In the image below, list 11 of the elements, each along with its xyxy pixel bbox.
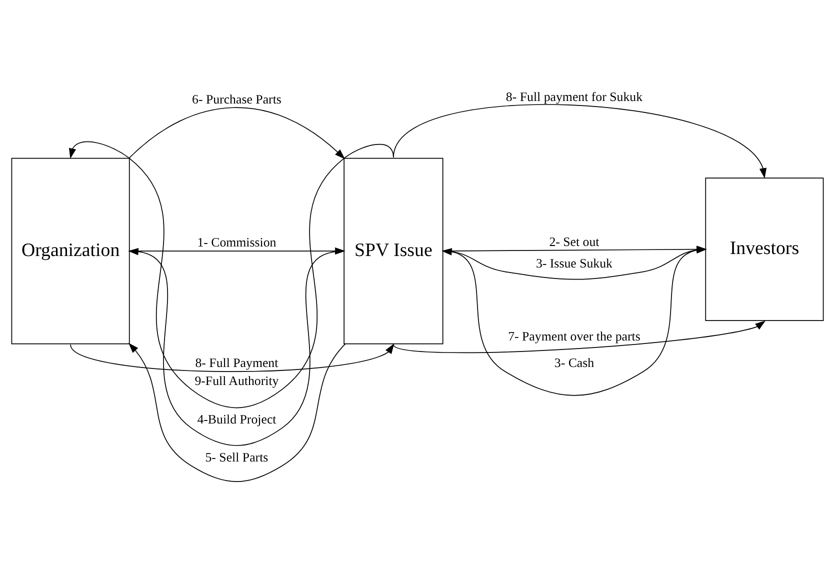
edge-label: 8- Full payment for Sukuk [506,89,643,104]
edge-label: 2- Set out [549,234,600,248]
edge-label: 8- Full Payment [195,355,278,370]
edge-label: 9-Full Authority [194,374,279,388]
edge-label: 3- Cash [554,355,594,370]
edge-label: 3- Issue Sukuk [536,256,613,270]
edge-label: 1- Commission [197,235,276,250]
edge-label: 6- Purchase Parts [192,92,282,106]
edge-label: 7- Payment over the parts [508,328,640,343]
edge-label: 4-Build Project [197,412,276,426]
edge-label: 5- Sell Parts [205,450,268,464]
